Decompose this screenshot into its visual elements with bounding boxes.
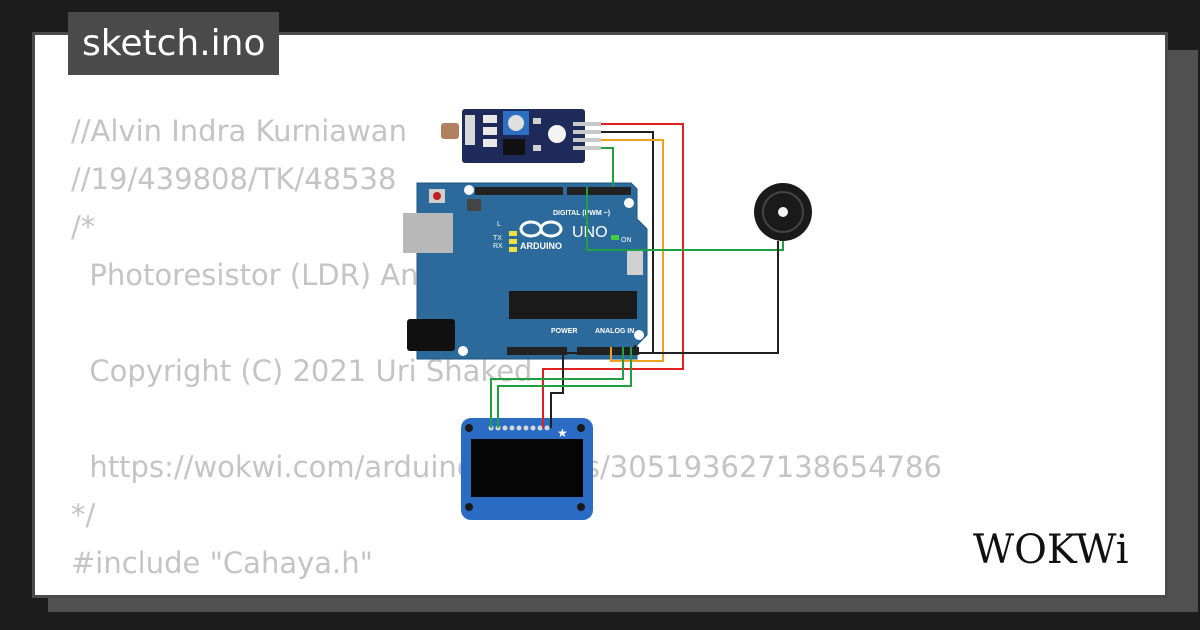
rx-led-label: RX: [493, 243, 503, 250]
arduino-brand-label: ARDUINO: [520, 241, 562, 251]
wire-orange: [601, 139, 664, 362]
star-icon: ★: [557, 426, 568, 440]
code-line: Copyright (C) 2021 Uri Shaked: [71, 354, 533, 388]
wire-green-oled-scl: [490, 347, 624, 428]
arduino-model-label: UNO: [572, 224, 608, 241]
circuit-diagram[interactable]: ARDUINO UNO DIGITAL (PWM ~) POWER ANALOG…: [35, 35, 1168, 598]
wire-red: [542, 123, 684, 428]
wire-green-buzzer: [586, 187, 784, 251]
preview-card[interactable]: //Alvin Indra Kurniawan //19/439808/TK/4…: [32, 32, 1168, 598]
on-led-label: ON: [621, 237, 632, 244]
code-line: /*: [71, 210, 96, 244]
code-line: */: [71, 498, 96, 532]
l-led-label: L: [497, 221, 501, 228]
tx-led-label: TX: [493, 235, 502, 242]
code-line: #include "Cahaya.h": [71, 546, 373, 580]
wire-green-sensor: [601, 147, 614, 187]
wire-black-oled: [550, 353, 564, 428]
code-line: //Alvin Indra Kurniawan: [71, 114, 407, 148]
ldr-sensor-module[interactable]: [441, 109, 601, 163]
wire-black: [563, 131, 654, 354]
wokwi-logo-text: WOKWi: [973, 527, 1129, 573]
digital-pins-label: DIGITAL (PWM ~): [553, 210, 610, 217]
code-line: //19/439808/TK/48538: [71, 162, 397, 196]
buzzer[interactable]: [754, 183, 812, 241]
wire-black-buzzer: [634, 241, 779, 354]
wire-green-oled-sda: [497, 347, 632, 428]
arduino-uno-board[interactable]: ARDUINO UNO DIGITAL (PWM ~) POWER ANALOG…: [403, 182, 648, 360]
analog-pins-label: ANALOG IN: [595, 328, 634, 335]
wires: [490, 123, 784, 428]
arduino-logo-icon: [519, 220, 563, 238]
file-tab[interactable]: sketch.ino: [68, 12, 280, 75]
power-pins-label: POWER: [551, 328, 577, 335]
wokwi-logo: WOKWi: [973, 527, 1129, 573]
oled-display[interactable]: ★: [461, 418, 593, 520]
